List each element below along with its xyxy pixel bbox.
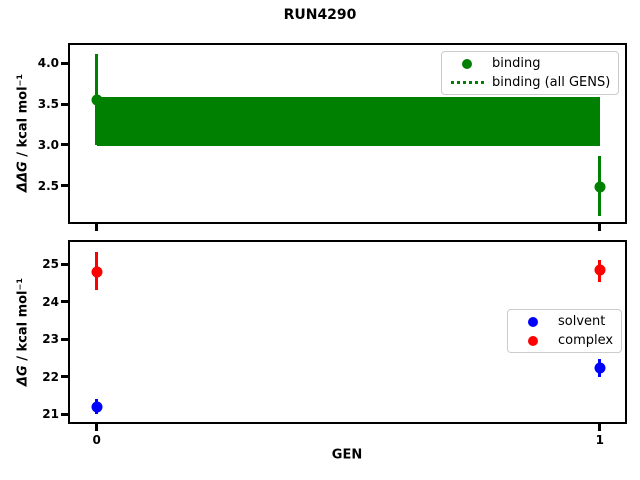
x-tick [95,424,99,431]
legend-label: complex [558,333,614,348]
legend-entry-solvent: solvent [516,312,613,331]
y-tick-label: 2.5 [37,178,59,193]
x-axis-label: GEN [331,447,363,463]
y-tick-label: 4.0 [37,56,59,71]
y-tick [61,337,68,341]
complex-marker-icon [528,335,538,346]
legend-handle [450,58,484,69]
y-tick [61,143,68,147]
y-tick [61,184,68,188]
legend-handle [516,335,550,346]
y-tick-label: 21 [42,407,59,422]
dg-y-axis-label: ΔG / kcal mol⁻¹ [16,278,31,386]
legend-entry-complex: complex [516,331,613,350]
x-tick-label: 0 [92,433,101,447]
x-tick [95,224,99,231]
legend-entry-binding-all-gens: binding (all GENS) [450,73,610,92]
solvent-point [91,401,103,413]
y-tick-label: 3.5 [37,97,59,111]
legend-entry-binding: binding [450,54,610,73]
x-tick [598,424,602,431]
y-tick [61,262,68,266]
legend-label: solvent [558,314,606,329]
binding-point [91,94,103,106]
dg-symbol: ΔG [15,365,31,387]
dg-unit: / kcal mol⁻¹ [15,277,31,366]
y-tick [61,412,68,416]
y-tick [61,61,68,65]
y-tick [61,300,68,304]
y-tick-label: 23 [42,332,59,347]
y-tick-label: 22 [42,369,59,384]
ddg-unit: / kcal mol⁻¹ [15,73,31,162]
legend-label: binding (all GENS) [492,75,611,90]
complex-point [91,266,103,278]
legend-label: binding [492,56,541,71]
solvent-marker-icon [528,316,538,327]
solvent-point [594,362,606,374]
x-tick-label: 1 [595,433,605,447]
y-tick [61,102,68,106]
x-tick [598,224,602,231]
binding-y-axis-label: ΔΔG / kcal mol⁻¹ [16,74,31,192]
y-tick [61,375,68,379]
binding-marker-icon [462,58,472,69]
dotted-line-icon [450,81,484,84]
binding-point [594,181,606,193]
binding-legend: binding binding (all GENS) [441,51,620,95]
figure-title: RUN4290 [283,7,357,23]
y-tick-label: 25 [42,257,59,272]
legend-handle [516,316,550,327]
ddg-symbol: ΔΔG [15,161,31,193]
complex-point [594,264,606,276]
all-gens-band [96,97,600,146]
y-tick-label: 3.0 [37,137,59,152]
legend-handle [450,81,484,84]
dg-legend: solvent complex [507,309,623,353]
y-tick-label: 24 [42,294,59,309]
